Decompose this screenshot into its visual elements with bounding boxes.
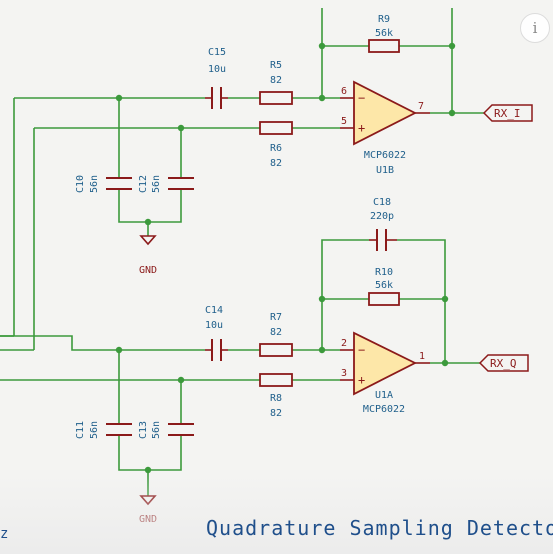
net-label-rx-q[interactable]: RX_Q xyxy=(478,354,529,372)
junction-dot xyxy=(115,94,123,102)
value-label: 56k xyxy=(375,28,393,39)
net-label-text: RX_Q xyxy=(490,357,517,370)
junctions xyxy=(115,42,456,474)
wire xyxy=(118,436,182,471)
ref-label: R10 xyxy=(375,267,393,278)
value-label: MCP6022 xyxy=(364,150,406,161)
capacitor-c18[interactable]: C18 220p xyxy=(369,197,397,251)
value-label: 82 xyxy=(270,75,282,86)
junction-dot xyxy=(318,295,326,303)
plus-symbol: + xyxy=(358,373,365,387)
value-label: MCP6022 xyxy=(363,404,405,415)
resistor-r9[interactable]: R9 56k xyxy=(368,14,400,53)
ref-label: R9 xyxy=(378,14,390,25)
info-icon[interactable]: i xyxy=(520,13,550,43)
wire xyxy=(0,335,205,351)
ref-label: R7 xyxy=(270,312,282,323)
pin-number: 7 xyxy=(418,101,424,112)
corner-text: z xyxy=(0,526,9,542)
junction-dot xyxy=(318,346,326,354)
junction-dot xyxy=(448,109,456,117)
pin-number: 2 xyxy=(341,338,347,349)
capacitor-c14[interactable]: C14 10u xyxy=(205,305,228,361)
capacitor-c10[interactable]: C10 56n xyxy=(75,175,132,193)
junction-dot xyxy=(448,42,456,50)
resistor-r10[interactable]: R10 56k xyxy=(368,267,400,306)
net-label-rx-i[interactable]: RX_I xyxy=(482,104,533,122)
ref-label: C14 xyxy=(205,305,223,316)
value-label: 82 xyxy=(270,408,282,419)
upper-stage-wires xyxy=(0,8,484,351)
opamp-u1a[interactable]: − + 2 3 1 U1A MCP6022 xyxy=(340,331,430,415)
video-title-text: Quadrature Sampling Detector xyxy=(206,516,553,540)
capacitor-c12[interactable]: C12 56n xyxy=(138,175,194,193)
ref-label: U1B xyxy=(376,165,394,176)
plus-symbol: + xyxy=(358,121,365,135)
junction-dot xyxy=(115,346,123,354)
capacitor-c11[interactable]: C11 56n xyxy=(75,421,132,439)
value-label: 10u xyxy=(208,64,226,75)
lower-stage-wires xyxy=(0,239,480,496)
minus-symbol: − xyxy=(358,343,365,357)
opamp-u1b[interactable]: − + 6 5 7 MCP6022 U1B xyxy=(340,80,430,176)
junction-dot xyxy=(441,359,449,367)
value-label: 82 xyxy=(270,327,282,338)
ref-label: R5 xyxy=(270,60,282,71)
ref-label: R8 xyxy=(270,393,282,404)
wire xyxy=(321,239,369,350)
junction-dot xyxy=(144,466,152,474)
pin-number: 3 xyxy=(341,368,347,379)
wire xyxy=(118,190,182,223)
value-label: 10u xyxy=(205,320,223,331)
ref-label: C18 xyxy=(373,197,391,208)
value-label: 56k xyxy=(375,280,393,291)
value-label: 56n xyxy=(89,175,100,193)
ground-symbol-lower: GND xyxy=(139,495,157,525)
resistor-r6[interactable]: R6 82 xyxy=(259,121,293,169)
value-label: 56n xyxy=(89,421,100,439)
gnd-label: GND xyxy=(139,514,157,525)
ref-label: C12 xyxy=(138,175,149,193)
junction-dot xyxy=(177,376,185,384)
ground-symbol-upper: GND xyxy=(139,235,157,276)
minus-symbol: − xyxy=(358,91,365,105)
resistor-r5[interactable]: R5 82 xyxy=(259,60,293,105)
pin-number: 5 xyxy=(341,116,347,127)
resistor-r8[interactable]: R8 82 xyxy=(259,373,293,419)
ref-label: C11 xyxy=(75,421,86,439)
pin-number: 6 xyxy=(341,86,347,97)
value-label: 56n xyxy=(151,175,162,193)
ref-label: U1A xyxy=(375,390,393,401)
junction-dot xyxy=(177,124,185,132)
wire xyxy=(397,239,446,363)
junction-dot xyxy=(318,94,326,102)
value-label: 56n xyxy=(151,421,162,439)
gnd-label: GND xyxy=(139,265,157,276)
capacitor-c15[interactable]: C15 10u xyxy=(205,47,228,109)
ref-label: C15 xyxy=(208,47,226,58)
ref-label: R6 xyxy=(270,143,282,154)
net-label-text: RX_I xyxy=(494,107,521,120)
resistor-r7[interactable]: R7 82 xyxy=(259,312,293,357)
value-label: 82 xyxy=(270,158,282,169)
value-label: 220p xyxy=(370,211,394,222)
ref-label: C13 xyxy=(138,421,149,439)
pin-number: 1 xyxy=(419,351,425,362)
capacitor-c13[interactable]: C13 56n xyxy=(138,421,194,439)
junction-dot xyxy=(318,42,326,50)
junction-dot xyxy=(441,295,449,303)
ref-label: C10 xyxy=(75,175,86,193)
junction-dot xyxy=(144,218,152,226)
